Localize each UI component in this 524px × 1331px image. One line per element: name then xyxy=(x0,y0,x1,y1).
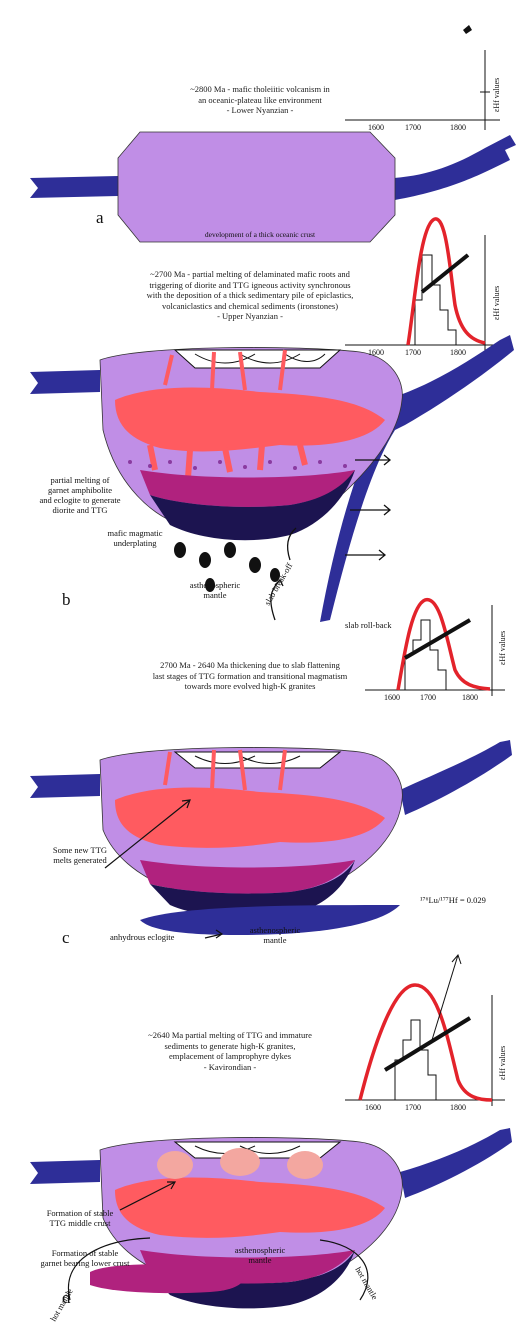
panel-d-tick-1700: 1700 xyxy=(405,1103,421,1112)
panel-d-caption: ~2640 Ma partial melting of TTG and imma… xyxy=(120,1030,340,1072)
panel-d-ylabel: εHf values xyxy=(498,1046,507,1080)
panel-d-hf-plot xyxy=(345,955,505,1106)
panel-d-tick-1600: 1600 xyxy=(365,1103,381,1112)
panel-d-label-stable-lower: Formation of stable garnet bearing lower… xyxy=(30,1248,140,1268)
panel-d-label-mantle: asthenospheric mantle xyxy=(205,1245,315,1265)
panel-d-high-k-granites xyxy=(157,1148,323,1179)
panel-d-delaminated-root xyxy=(90,1264,244,1293)
panel-d-right-slab xyxy=(400,1128,512,1198)
panel-d-tick-1800: 1800 xyxy=(450,1103,466,1112)
panel-d-left-slab xyxy=(30,1160,100,1184)
panel-d-label-stable-middle: Formation of stable TTG middle crust xyxy=(30,1208,130,1228)
panel-d-density-curve xyxy=(360,985,492,1100)
panel-d-letter: d xyxy=(62,1288,71,1308)
